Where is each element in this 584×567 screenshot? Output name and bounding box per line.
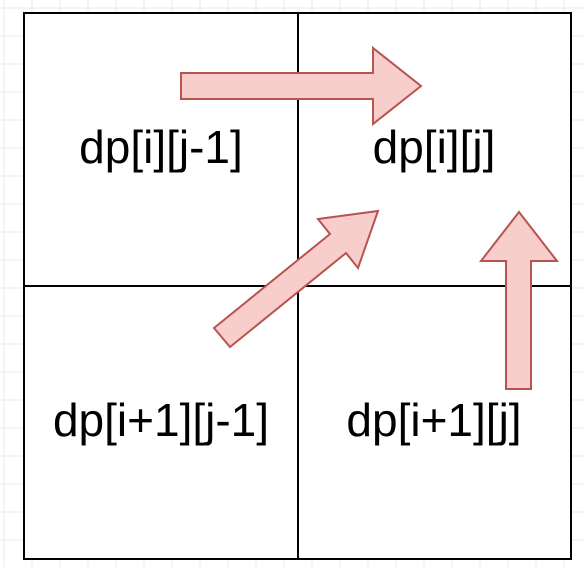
cell-labels: dp[i][j-1] dp[i][j] dp[i+1][j-1] dp[i+1]… xyxy=(53,121,522,446)
dependency-arrows xyxy=(180,45,560,390)
arrow-from-bottom-left xyxy=(212,209,380,349)
arrow-from-bottom xyxy=(478,210,560,390)
cell-label-bottom-left: dp[i+1][j-1] xyxy=(53,394,269,446)
cell-label-top-left: dp[i][j-1] xyxy=(79,121,243,173)
arrow-from-left xyxy=(180,45,423,127)
cell-label-top-right: dp[i][j] xyxy=(373,121,496,173)
cell-label-bottom-right: dp[i+1][j] xyxy=(346,394,521,446)
